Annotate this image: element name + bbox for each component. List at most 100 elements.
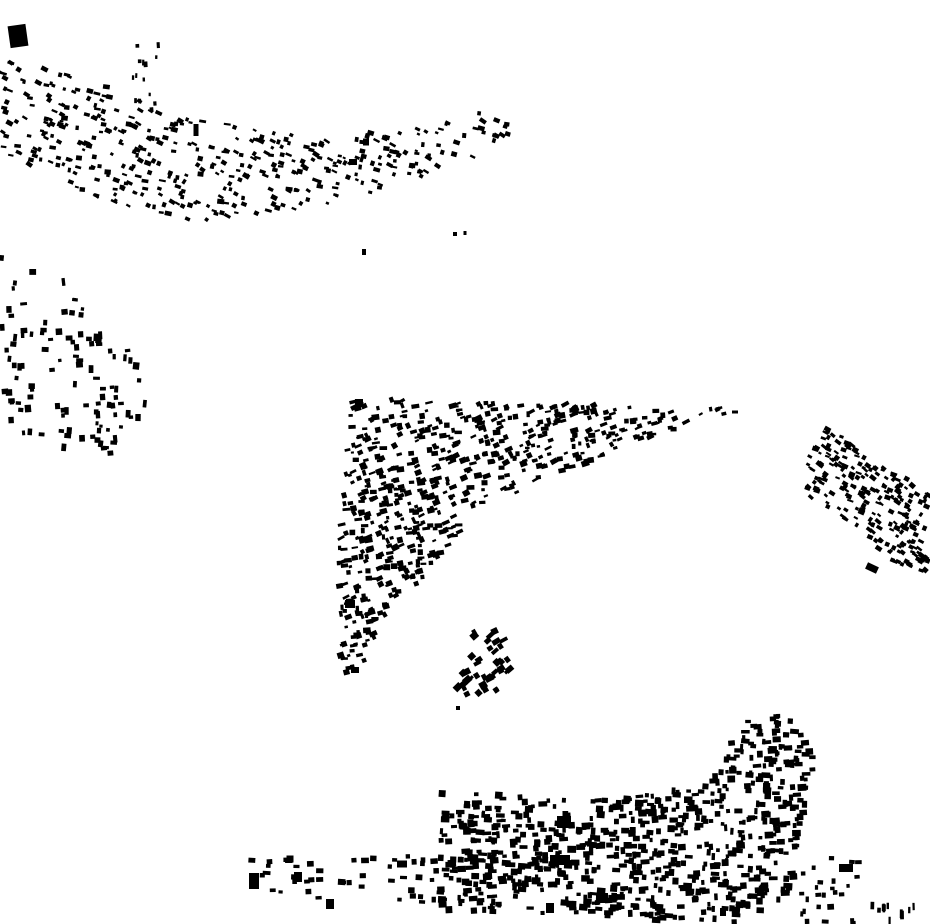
building [121,172,128,177]
building [163,126,169,131]
building [59,119,64,123]
building [843,507,849,513]
building [104,127,112,135]
building [67,179,75,185]
building [787,870,796,875]
building [618,813,627,819]
building [439,432,447,439]
building [596,864,601,870]
building [397,542,405,548]
building [349,648,355,653]
building [0,105,8,111]
building [277,160,285,166]
building [128,415,134,420]
building [770,848,780,853]
building [878,501,884,507]
building [270,145,275,150]
building [641,430,647,436]
building [340,547,348,551]
building [279,144,285,150]
building [388,396,395,404]
building [173,141,178,145]
building [29,103,35,107]
building [125,121,132,127]
building [363,435,372,443]
building [719,804,724,809]
building [40,131,47,138]
building [896,487,902,493]
building [370,855,377,862]
building [521,458,528,463]
building [516,823,522,828]
building [481,811,485,818]
building [875,500,882,506]
building [351,857,357,863]
building [758,835,763,840]
building [138,98,142,104]
building [875,524,883,531]
building [415,559,421,565]
building [112,353,116,360]
building [344,625,349,629]
building [419,412,426,420]
building [199,119,207,124]
building [417,543,422,548]
building [877,537,883,543]
building [620,428,628,433]
building [346,879,352,886]
building [725,787,729,792]
building [452,139,461,146]
building [568,906,577,911]
building [379,507,388,515]
building [349,529,356,536]
building [429,877,435,882]
building [451,427,456,433]
building [396,430,404,438]
building [512,413,519,420]
building [557,816,571,828]
building [716,848,720,853]
building [27,428,33,436]
building [407,561,413,566]
building [380,480,387,486]
building [838,892,845,897]
building [29,331,34,338]
building [586,415,592,421]
building [776,896,781,903]
building [536,445,541,448]
building [681,418,691,426]
building [497,455,505,461]
building [15,66,22,73]
building [415,563,421,568]
building [155,137,160,142]
building [79,186,86,193]
building [603,415,612,421]
building [452,866,459,870]
building [571,443,576,450]
building [435,416,441,422]
building [233,211,239,215]
building [291,206,297,211]
building [385,161,394,169]
building [99,386,106,391]
building [459,415,466,420]
building [482,906,487,913]
building [478,439,483,445]
building [494,657,503,665]
building [619,891,624,896]
building [676,860,681,868]
building [466,484,475,490]
building [485,630,495,640]
building [589,401,598,410]
building [75,155,83,161]
building [337,878,346,886]
building [76,139,83,146]
building [753,815,758,820]
building [854,874,860,879]
building [57,358,62,363]
building [472,804,480,810]
building [612,867,621,873]
building [763,852,770,859]
building [29,268,37,275]
building [813,475,819,481]
